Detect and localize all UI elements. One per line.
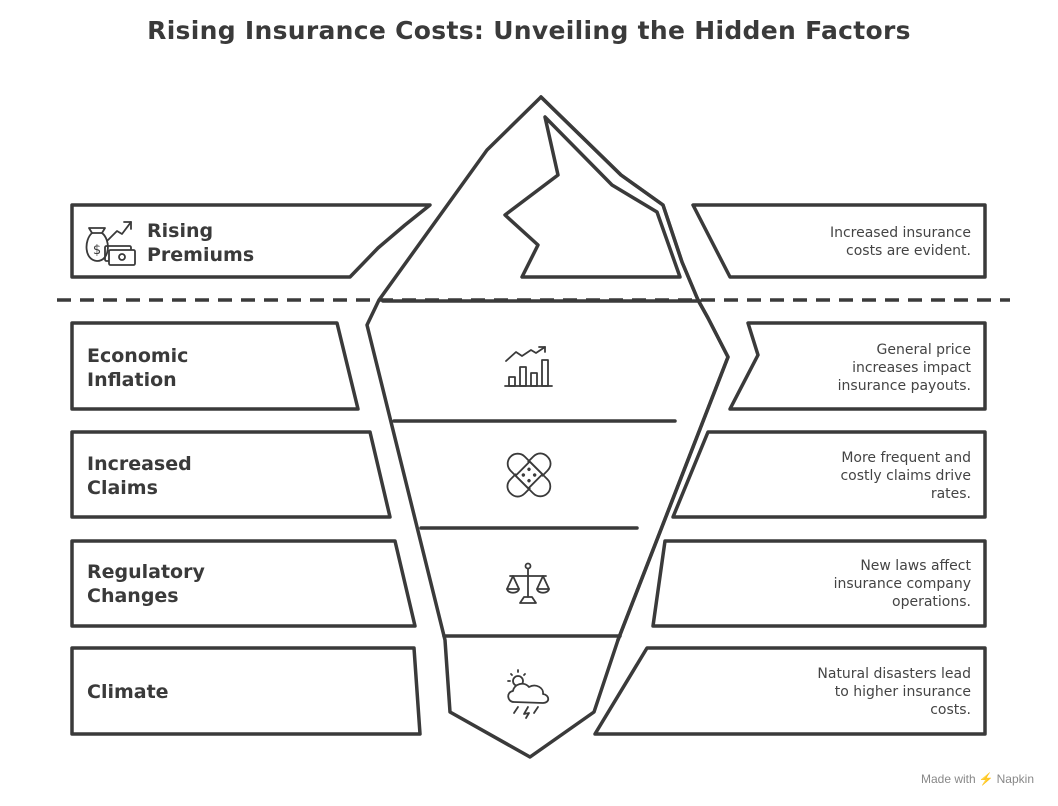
- label-climate: Climate: [87, 681, 169, 703]
- label-economic-inflation: Economic Inflation: [87, 345, 189, 391]
- label-increased-claims: Increased Claims: [87, 453, 192, 499]
- desc-box-rising-premiums: [691, 203, 987, 279]
- label-box-economic-inflation: [70, 321, 360, 411]
- description-climate: Natural disasters lead to higher insuran…: [817, 666, 971, 718]
- desc-box-regulatory-changes: [651, 539, 987, 628]
- description-economic-inflation: General price increases impact insurance…: [837, 342, 971, 394]
- napkin-logo-icon: ⚡: [978, 772, 994, 786]
- storm-cloud-icon: [507, 669, 550, 719]
- diagram-title: Rising Insurance Costs: Unveiling the Hi…: [147, 16, 911, 45]
- growth-chart-icon: [504, 346, 553, 387]
- footer-prefix: Made with: [920, 772, 976, 786]
- description-rising-premiums: Increased insurance costs are evident.: [829, 225, 971, 259]
- label-box-rising-premiums: [70, 203, 432, 279]
- label-rising-premiums: Rising Premiums: [147, 220, 255, 266]
- scales-icon: [506, 562, 550, 604]
- label-box-climate: [70, 646, 422, 736]
- bandage-icon: [506, 452, 552, 498]
- desc-box-climate: [593, 646, 987, 736]
- desc-box-economic-inflation: [728, 321, 987, 411]
- svg-text:$: $: [93, 243, 101, 258]
- iceberg-inner-outline: [539, 95, 730, 642]
- description-increased-claims: More frequent and costly claims drive ra…: [840, 450, 971, 502]
- label-box-regulatory-changes: [70, 539, 417, 628]
- desc-box-increased-claims: [671, 430, 987, 519]
- money-bag-growth-icon: $: [85, 221, 136, 266]
- iceberg-tip: [503, 115, 682, 279]
- napkin-credit: Made with⚡Napkin: [921, 772, 1034, 786]
- description-regulatory-changes: New laws affect insurance company operat…: [833, 558, 971, 610]
- label-regulatory-changes: Regulatory Changes: [87, 561, 205, 607]
- footer-brand: Napkin: [996, 772, 1034, 786]
- label-box-increased-claims: [70, 430, 392, 519]
